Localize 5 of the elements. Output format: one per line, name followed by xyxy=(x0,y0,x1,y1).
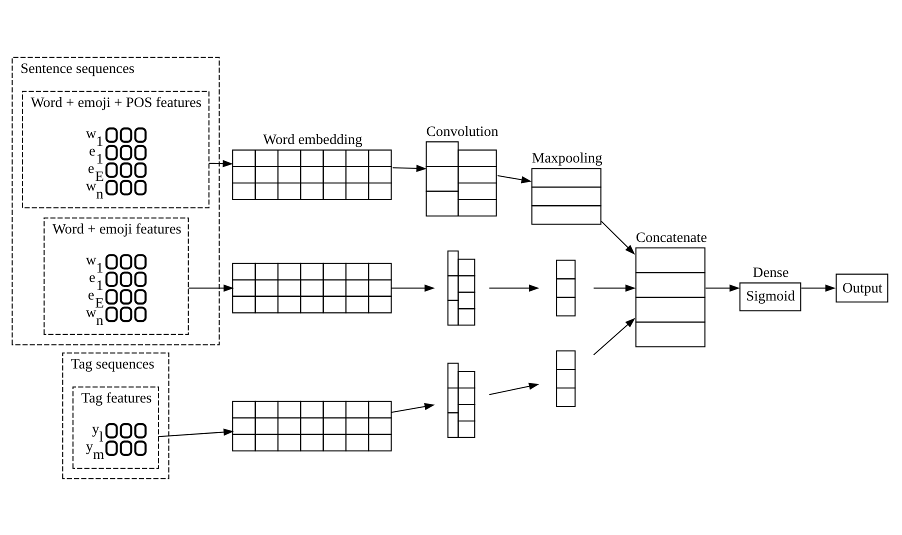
node-label: Dense xyxy=(752,264,789,280)
node-label: Word embedding xyxy=(263,132,362,148)
node-label: Convolution xyxy=(426,123,498,140)
node-label: Concatenate xyxy=(636,229,708,246)
node-label: Maxpooling xyxy=(532,150,602,166)
